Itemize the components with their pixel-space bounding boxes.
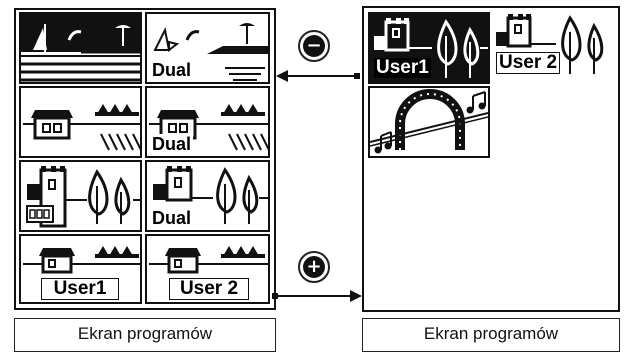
program-tile-user2[interactable]: User 2 [145,234,270,304]
castle-trees-icon [496,14,604,74]
minus-icon: − [303,35,325,57]
plus-icon: + [303,256,325,278]
program-tile-sailboat[interactable] [19,12,142,84]
sailboat-icon [21,14,140,82]
tile-label: User 2 [169,278,249,300]
program-tile-user1[interactable]: User1 [19,234,142,304]
minus-button[interactable]: − [298,30,330,62]
arrow-icon [276,70,288,82]
house-icon [149,104,268,151]
tile-label: User 2 [496,52,561,74]
program-tile-castle-dual[interactable]: Dual [145,160,270,232]
program-tile-user1-selected[interactable]: User1 [368,12,490,84]
program-tile-sailboat-dual[interactable]: Dual [145,12,270,84]
tile-label: User1 [374,57,431,78]
program-tile-house-dual[interactable]: Dual [145,86,270,158]
left-screen-caption: Ekran programów [14,318,276,352]
right-screen-caption: Ekran programów [362,318,620,352]
arrow-connector [354,73,360,79]
castle-trees-icon [26,166,140,228]
arrow-connector [272,293,278,299]
tile-label: User1 [41,278,119,300]
sailboat-icon [147,23,268,81]
house-icon [23,246,140,274]
house-icon [23,104,140,151]
program-tile-user2[interactable]: User 2 [492,12,614,84]
castle-trees-icon [374,18,488,78]
tile-label: Dual [150,60,194,80]
horseshoe-music-icon [370,89,488,154]
house-icon [149,246,268,274]
tile-label: Dual [150,134,194,154]
castle-trees-icon [153,166,268,224]
arrow-icon [283,75,355,77]
program-tile-house[interactable] [19,86,142,158]
arrow-icon [276,295,352,297]
tile-label: Dual [150,208,194,228]
program-tile-horseshoe[interactable] [368,86,490,158]
program-tile-castle[interactable] [19,160,142,232]
plus-button[interactable]: + [298,251,330,283]
arrow-icon [350,290,362,302]
